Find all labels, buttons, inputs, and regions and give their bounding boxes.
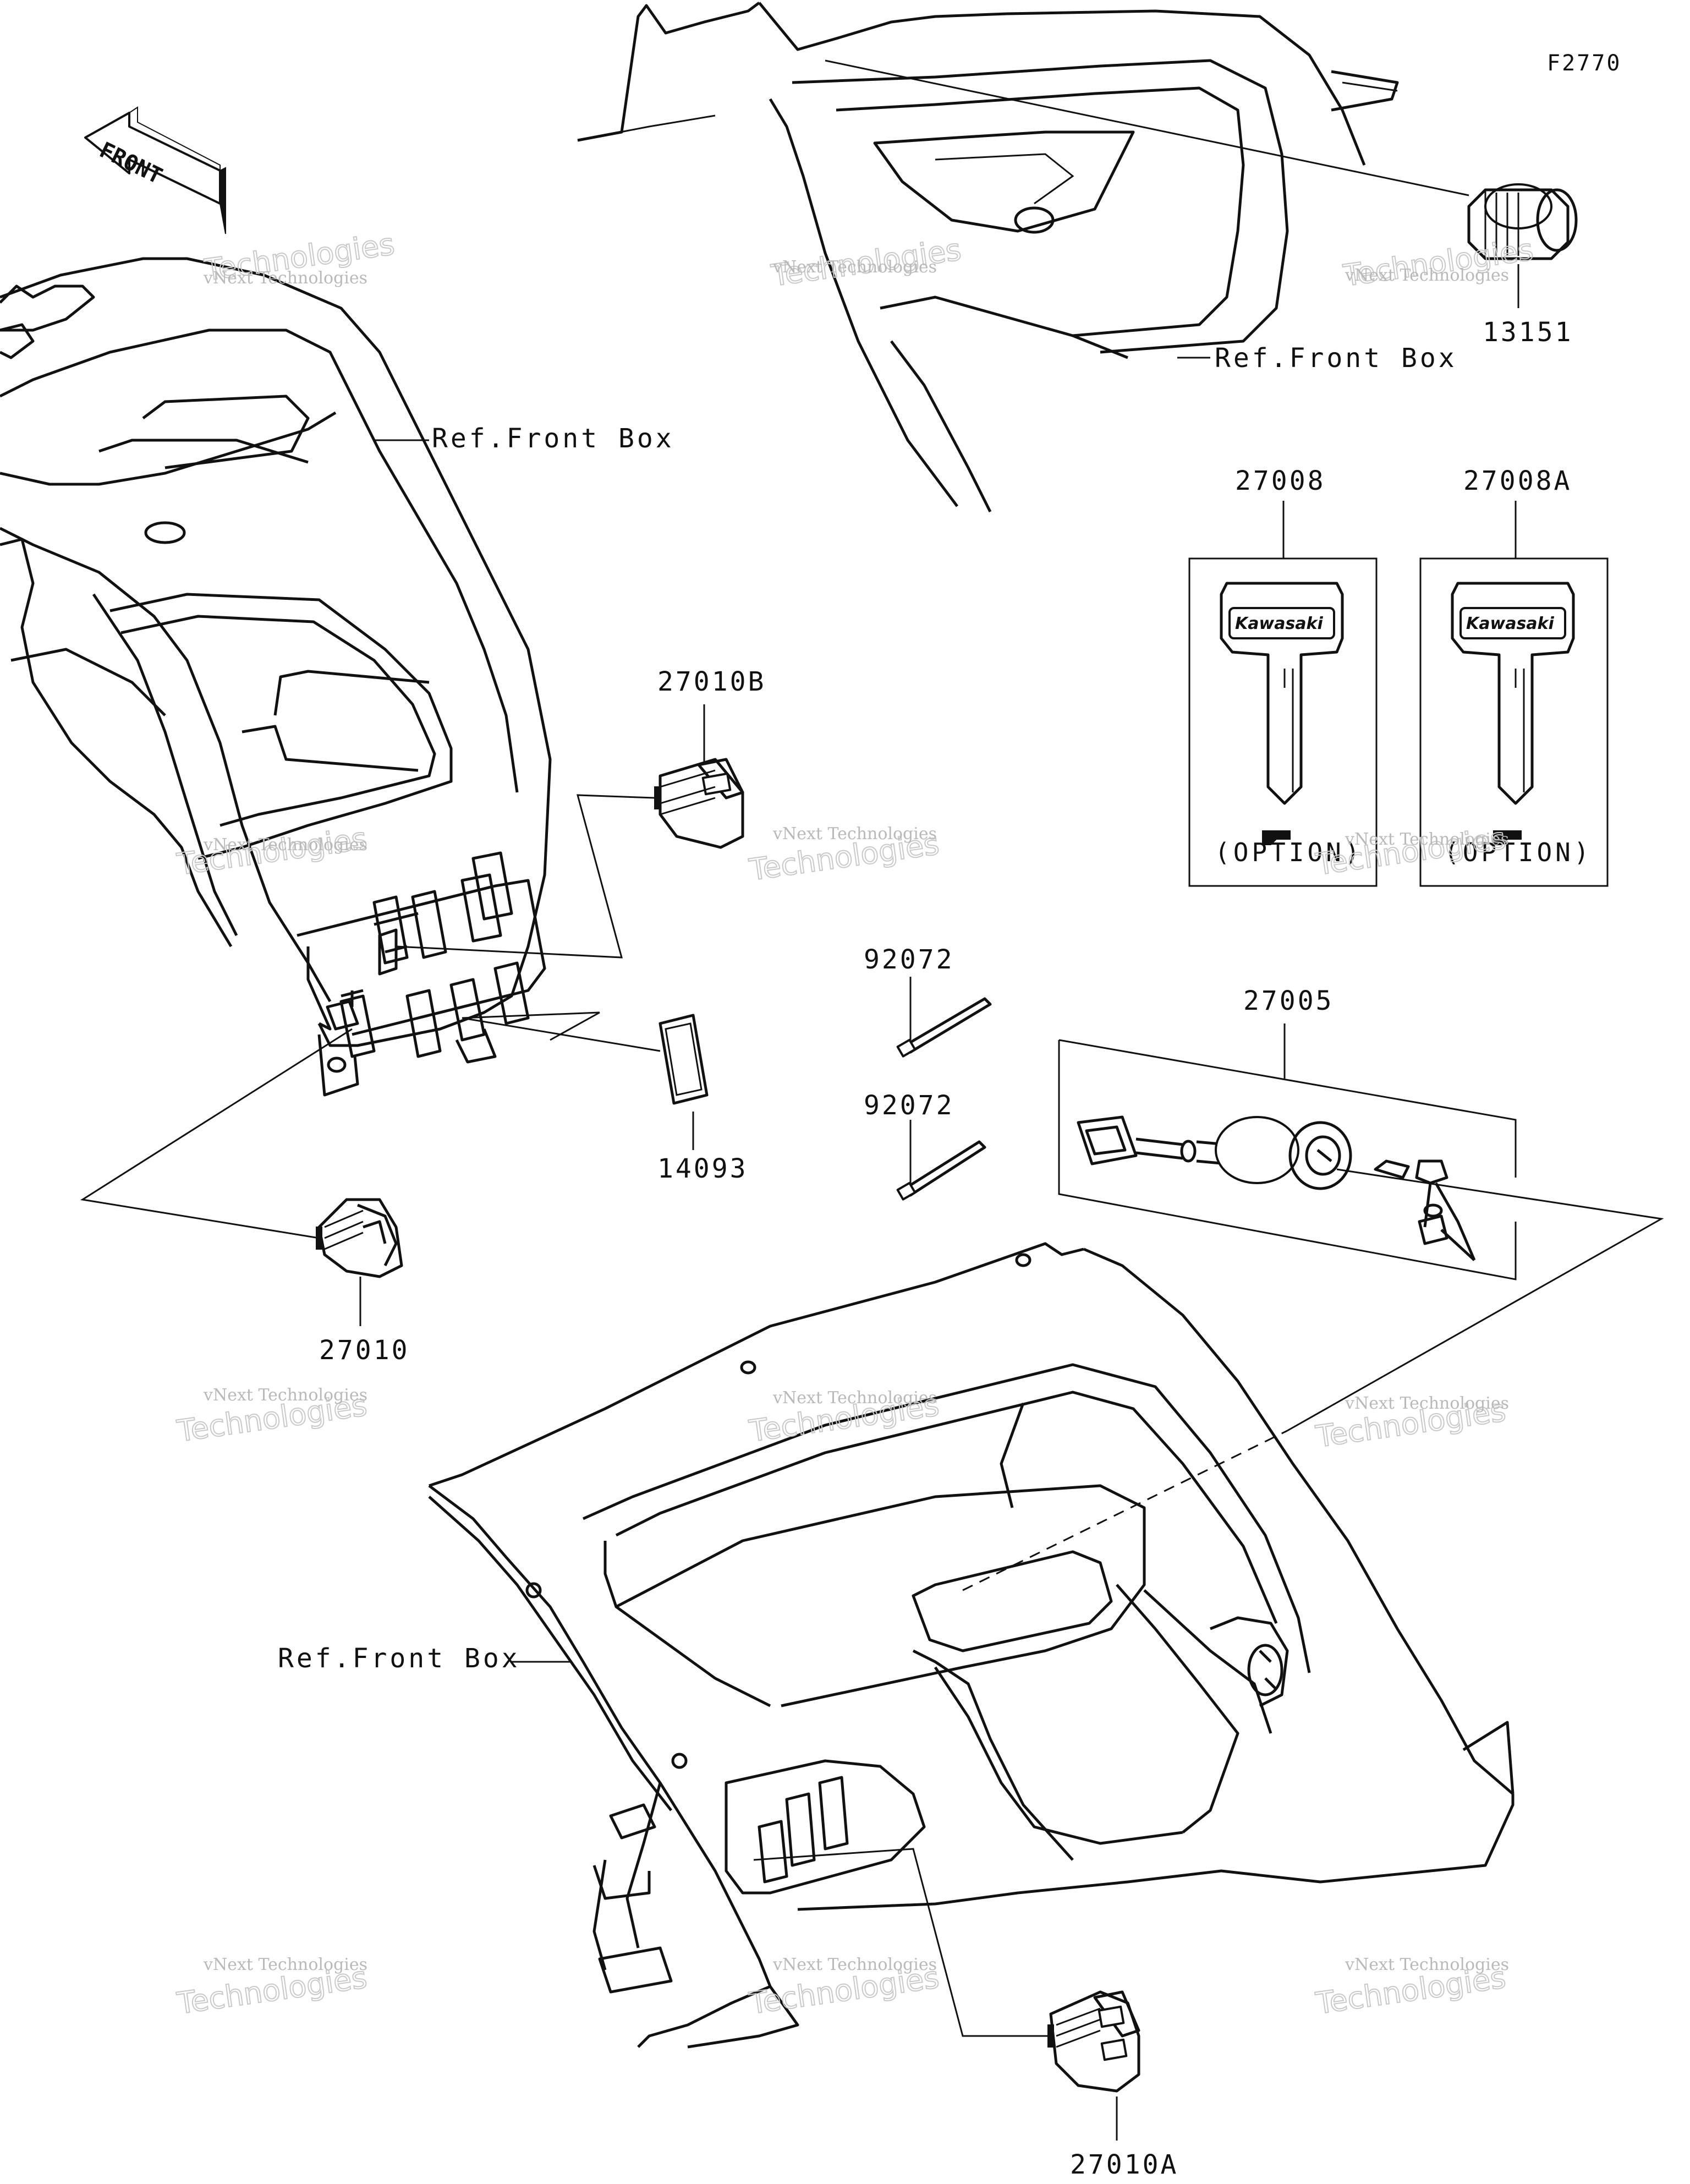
part-27005: 27005 xyxy=(1243,986,1334,1016)
wm-line1: vNext Technologies xyxy=(1345,1955,1509,1974)
front-box-bottom xyxy=(428,1242,1515,2049)
part-27008: 27008 xyxy=(1235,466,1326,496)
figure-id: F2770 xyxy=(1547,51,1621,76)
wm-line1: vNext Technologies xyxy=(772,824,937,844)
key-box-27008A xyxy=(1419,557,1609,887)
cable-tie-icon-b xyxy=(896,1140,986,1201)
wm-line1: vNext Technologies xyxy=(1345,830,1509,849)
wm-line1: vNext Technologies xyxy=(1345,266,1509,285)
part-92072-a: 92072 xyxy=(864,944,954,975)
cable-tie-icon-a xyxy=(896,997,992,1058)
wm-line1: vNext Technologies xyxy=(772,258,937,277)
key-pair-icon xyxy=(1374,1159,1476,1261)
front-arrow-icon: FRONT xyxy=(84,106,226,234)
key-brand-27008: Kawasaki xyxy=(1235,614,1324,633)
ref-front-box-left: Ref.Front Box xyxy=(432,423,674,454)
key-icon-27008A: Kawasaki xyxy=(1451,582,1575,845)
part-27010A: 27010A xyxy=(1070,2149,1178,2180)
rocker-switch-icon-27010B xyxy=(654,758,744,849)
part-27010: 27010 xyxy=(319,1335,410,1366)
key-box-27008 xyxy=(1188,557,1378,887)
blank-plug-icon-14093 xyxy=(659,1014,709,1105)
rocker-switch-icon-27010A xyxy=(1047,1990,1140,2093)
ref-front-box-bottom: Ref.Front Box xyxy=(278,1643,520,1674)
wm-line1: vNext Technologies xyxy=(1345,1394,1509,1413)
option-label-27008: (OPTION) xyxy=(1215,838,1363,867)
key-brand-27008A: Kawasaki xyxy=(1466,614,1555,633)
part-13151: 13151 xyxy=(1483,317,1573,348)
front-box-top-right xyxy=(577,2,1399,513)
key-icon-27008: Kawasaki xyxy=(1220,582,1344,845)
wm-line1: vNext Technologies xyxy=(772,1955,937,1974)
wm-line1: vNext Technologies xyxy=(203,269,367,288)
part-27008A: 27008A xyxy=(1463,466,1572,496)
wm-line1: vNext Technologies xyxy=(203,835,367,855)
ignition-switch-icon xyxy=(1077,1115,1352,1190)
option-label-27008A: (OPTION) xyxy=(1444,838,1593,867)
part-92072-b: 92072 xyxy=(864,1090,954,1121)
front-box-left xyxy=(0,257,552,1097)
ref-front-box-top: Ref.Front Box xyxy=(1215,343,1457,374)
part-27010B: 27010B xyxy=(657,666,766,697)
socket-icon xyxy=(1467,183,1578,260)
wm-line1: vNext Technologies xyxy=(203,1386,367,1405)
rotary-switch-icon-27010 xyxy=(316,1198,403,1278)
part-14093: 14093 xyxy=(657,1153,748,1184)
wm-line1: vNext Technologies xyxy=(203,1955,367,1974)
wm-line1: vNext Technologies xyxy=(772,1388,937,1408)
